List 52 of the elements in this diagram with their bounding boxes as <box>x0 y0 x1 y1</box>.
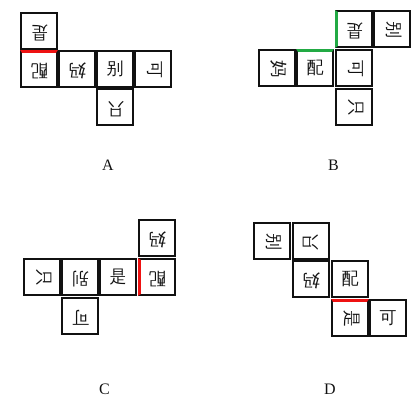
net-square <box>373 10 411 48</box>
rotated-character: 配 <box>149 268 166 286</box>
net-square <box>331 299 369 337</box>
rotated-character: 可 <box>380 310 396 326</box>
option-letter: B <box>328 157 339 175</box>
net-square <box>58 50 96 88</box>
net-square <box>335 10 373 48</box>
net-square <box>61 258 99 296</box>
net-square <box>20 12 58 50</box>
net-square <box>138 258 176 296</box>
rotated-character: 是 <box>30 22 48 40</box>
net-square <box>258 49 296 87</box>
rotated-character: 别 <box>106 60 124 78</box>
rotated-character: 别 <box>384 20 400 38</box>
net-square <box>369 299 407 337</box>
rotated-character: 别 <box>264 232 280 250</box>
rotated-character: 只 <box>34 268 50 286</box>
net-square <box>335 49 373 87</box>
net-square <box>23 258 61 296</box>
net-square <box>96 50 134 88</box>
net-square <box>296 49 334 87</box>
net-square <box>138 219 176 257</box>
option-letter: D <box>324 381 336 399</box>
net-square <box>331 260 369 298</box>
net-square <box>99 258 137 296</box>
net-square <box>20 50 58 88</box>
rotated-character: 是 <box>346 20 363 38</box>
net-square <box>292 260 330 298</box>
rotated-character: 可 <box>346 60 362 76</box>
rotated-character: 只 <box>346 98 362 116</box>
option-letter: C <box>99 381 110 399</box>
rotated-character: 别 <box>72 268 88 286</box>
rotated-character: 配 <box>30 61 48 78</box>
rotated-character: 妈 <box>148 230 166 246</box>
net-square <box>253 222 291 260</box>
net-square <box>134 50 172 88</box>
rotated-character: 妈 <box>302 270 320 288</box>
net-square <box>292 222 330 260</box>
rotated-character: 可 <box>72 308 88 324</box>
rotated-character: 是 <box>342 310 358 327</box>
rotated-character: 只 <box>302 232 320 250</box>
net-square <box>335 88 373 126</box>
rotated-character: 是 <box>110 268 126 286</box>
rotated-character: 配 <box>342 270 358 288</box>
rotated-character: 只 <box>106 98 124 116</box>
net-square <box>96 88 134 126</box>
option-letter: A <box>102 157 114 175</box>
net-square <box>61 297 99 335</box>
rotated-character: 妈 <box>68 60 86 78</box>
rotated-character: 配 <box>306 60 324 77</box>
rotated-character: 妈 <box>268 60 286 76</box>
rotated-character: 可 <box>144 60 162 78</box>
